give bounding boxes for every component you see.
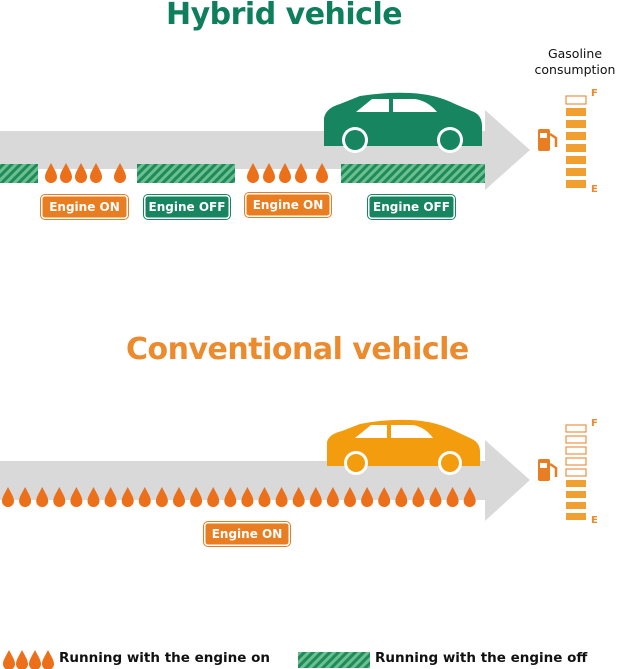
conventional-gauge-full-label: F bbox=[591, 418, 598, 429]
hybrid-engine-off-badge-2: Engine OFF bbox=[368, 195, 455, 219]
legend-drops-icon bbox=[3, 650, 54, 669]
legend-stripe-icon bbox=[298, 652, 370, 668]
hybrid-title: Hybrid vehicle bbox=[166, 0, 403, 32]
hybrid-gauge-empty-label: E bbox=[591, 184, 598, 195]
hybrid-engine-on-badge-1: Engine ON bbox=[41, 195, 128, 219]
hybrid-car-icon bbox=[324, 92, 482, 153]
legend-engine-off-label: Running with the engine off bbox=[375, 650, 588, 666]
hybrid-road-arrow bbox=[0, 110, 530, 190]
conventional-title: Conventional vehicle bbox=[126, 332, 469, 367]
conventional-engine-on-badge: Engine ON bbox=[204, 522, 290, 546]
legend-engine-on-label: Running with the engine on bbox=[59, 650, 271, 666]
hybrid-off-band-2 bbox=[137, 164, 235, 183]
hybrid-engine-on-badge-2: Engine ON bbox=[245, 193, 331, 217]
hybrid-off-band-1 bbox=[0, 164, 38, 183]
hybrid-engine-off-badge-1: Engine OFF bbox=[144, 195, 230, 219]
gauge-label: Gasoline consumption bbox=[534, 46, 616, 77]
conventional-fuel-pump-icon bbox=[538, 459, 558, 481]
conventional-car-icon bbox=[327, 419, 480, 475]
conventional-gauge bbox=[565, 424, 587, 520]
hybrid-gauge bbox=[565, 95, 587, 188]
hybrid-off-band-3 bbox=[341, 164, 485, 183]
hybrid-fuel-pump-icon bbox=[538, 129, 558, 151]
conventional-road-arrow bbox=[0, 440, 530, 521]
hybrid-gauge-full-label: F bbox=[591, 88, 598, 99]
conventional-gauge-empty-label: E bbox=[591, 515, 598, 526]
